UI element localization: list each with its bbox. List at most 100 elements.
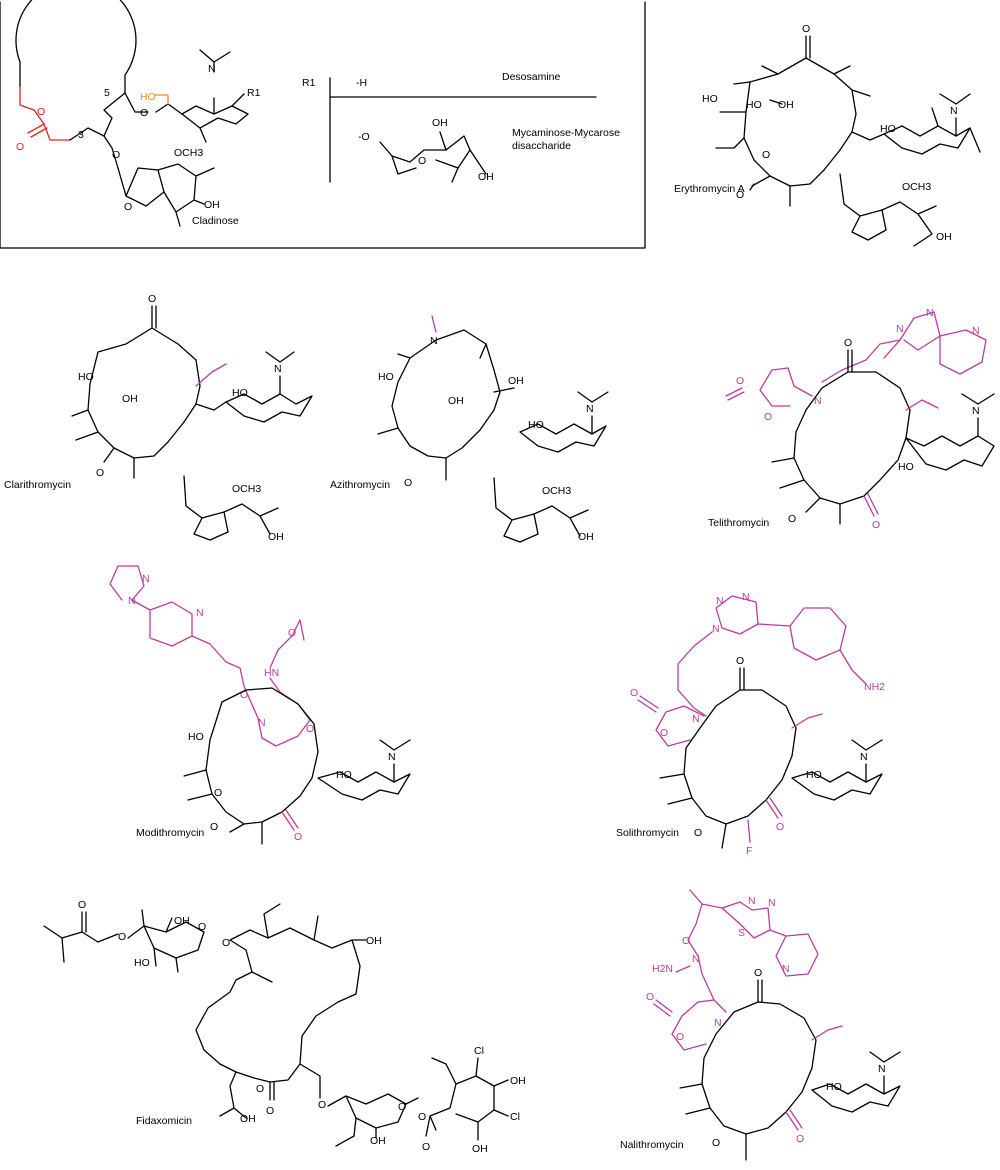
telithromycin-desosamine-ho: HO — [898, 461, 914, 473]
c5-o-label: O — [140, 107, 148, 119]
cladinose-ome-label: OCH3 — [174, 147, 203, 159]
fidaxomicin-oh-1: OH — [366, 935, 382, 947]
telithromycin-structure: N N N O O N O O O N HO Telithromycin — [708, 307, 995, 531]
telithromycin-carbamate-o: O — [736, 375, 744, 387]
c5-glycosidic-bond — [124, 92, 149, 113]
r1-row2-name-line1: Mycaminose-Mycarose — [512, 127, 620, 139]
fidaxomicin-ester-carbonyl-o: O — [422, 1141, 430, 1153]
clarithromycin-desosamine-n: N — [274, 363, 282, 375]
azithromycin-cladinose-ome: OCH3 — [542, 485, 571, 497]
position-5-label: 5 — [104, 87, 110, 99]
macrocycle-arc — [15, 0, 137, 94]
nalithromycin-thiadiazole-n2: N — [768, 897, 776, 909]
fidaxomicin-oh-3: OH — [510, 1075, 526, 1087]
nalithromycin-carbonyl-o: O — [712, 1137, 720, 1149]
nalithromycin-thiadiazole-n1: N — [748, 895, 756, 907]
fidaxomicin-lactone-carbonyl-o: O — [266, 1105, 274, 1117]
clarithromycin-cladinose-ome: OCH3 — [232, 483, 261, 495]
fidaxomicin-sugar1-oh-1: OH — [174, 915, 190, 927]
nalithromycin-3keto-o: O — [796, 1133, 804, 1145]
fidaxomicin-glycoside-o: O — [222, 937, 230, 949]
modithromycin-ho-1: HO — [188, 731, 204, 743]
azithromycin-cladinose-oh: OH — [578, 531, 594, 543]
clarithromycin-ho-1: HO — [78, 371, 94, 383]
lactone-ring-o: O — [37, 106, 45, 118]
azithromycin-caption: Azithromycin — [330, 479, 390, 491]
azithromycin-carbonyl-o: O — [404, 477, 412, 489]
modithromycin-structure: N N N HN O O N O O HO O O N HO Modithrom… — [109, 565, 411, 845]
r1-row2-name-line2: disaccharide — [512, 140, 571, 152]
telithromycin-carbamate-n: N — [814, 395, 822, 407]
fidaxomicin-sugar2-oh: OH — [370, 1135, 386, 1147]
telithromycin-caption: Telithromycin — [708, 517, 769, 529]
modithromycin-pyrazole-n1: N — [128, 595, 136, 607]
c3-glycosidic-bond — [103, 135, 119, 169]
solithromycin-caption: Solithromycin — [616, 827, 679, 839]
solithromycin-carbamate-o: O — [630, 687, 638, 699]
erythromycin-carbonyl-o: O — [736, 189, 744, 201]
solithromycin-3keto-o: O — [776, 821, 784, 833]
modithromycin-3keto-o: O — [294, 831, 302, 843]
position-3-label: 3 — [78, 129, 84, 141]
solithromycin-carbamate-ring-o: O — [660, 727, 668, 739]
clarithromycin-desosamine-ho: HO — [232, 387, 248, 399]
telithromycin-imidazole-n2: N — [926, 307, 934, 319]
fidaxomicin-sugar1-oh-2: HO — [134, 957, 150, 969]
modithromycin-pyridine-n: N — [196, 607, 204, 619]
desosamine-ring — [155, 103, 249, 129]
modithromycin-hn-label: HN — [264, 667, 279, 679]
erythromycin-cladinose-ome: OCH3 — [902, 181, 931, 193]
erythromycin-ho-3: HO — [702, 93, 718, 105]
erythromycin-a-structure: O HO OH HO O O N HO OCH3 OH Erythromycin… — [674, 23, 981, 247]
solithromycin-carbonyl-o: O — [694, 827, 702, 839]
nalithromycin-h2n-label: H2N — [652, 963, 673, 975]
nalithromycin-thiadiazole-s: S — [738, 927, 745, 939]
nalithromycin-oxime-n: N — [692, 953, 700, 965]
erythromycin-cladinose-oh: OH — [936, 231, 952, 243]
solithromycin-f-label: F — [746, 845, 752, 857]
telithromycin-3keto-o: O — [872, 519, 880, 531]
fidaxomicin-oh-2: OH — [240, 1113, 256, 1125]
nalithromycin-carbamate-o: O — [646, 991, 654, 1003]
fidaxomicin-ester-o1: O — [78, 899, 86, 911]
solithromycin-structure: N N N NH2 O O N O O F O N HO Solithromyc… — [616, 591, 885, 857]
erythromycin-keto-o: O — [802, 23, 810, 35]
cladinose-caption: Cladinose — [192, 215, 239, 227]
nalithromycin-caption: Nalithromycin — [620, 1139, 684, 1151]
r1-table-header: R1 — [302, 77, 316, 89]
nalithromycin-structure: N N S N O N H2N O O N O O O N HO Nalithr… — [620, 889, 901, 1161]
azithromycin-desosamine-n: N — [586, 403, 594, 415]
nalithromycin-oxime-o: O — [682, 935, 690, 947]
clarithromycin-structure: O HO OH O N HO OCH3 OH Clarithromycin — [4, 293, 313, 543]
azithromycin-oh-3: OH — [508, 375, 524, 387]
r1-row2-value: -O — [358, 131, 370, 143]
fidaxomicin-ester-o3: O — [418, 1111, 426, 1123]
modithromycin-carbonyl-o: O — [210, 821, 218, 833]
solithromycin-triazole-n1: N — [712, 623, 720, 635]
cladinose-ring-o: O — [124, 201, 132, 213]
telithromycin-pyridine-n: N — [972, 325, 980, 337]
backbone-chain — [69, 92, 126, 141]
r1-oh-bottom: OH — [478, 171, 494, 183]
telithromycin-carbonyl-o: O — [788, 513, 796, 525]
panel-frame — [0, 1, 646, 249]
clarithromycin-keto-o: O — [148, 293, 156, 305]
fidaxomicin-link-o: O — [318, 1099, 326, 1111]
r1-oh-top: OH — [432, 117, 448, 129]
modithromycin-acetyl-o: O — [288, 627, 296, 639]
general-structure-panel: O O 5 3 O HO N R1 O OCH3 OH O Cladinose … — [0, 0, 646, 249]
cladinose-oh-label: OH — [204, 199, 220, 211]
modithromycin-pyrazole-n2: N — [142, 573, 150, 585]
clarithromycin-carbonyl-o: O — [96, 467, 104, 479]
clarithromycin-caption: Clarithromycin — [4, 479, 71, 491]
modithromycin-bridge-o: O — [306, 723, 314, 735]
erythromycin-ring-o: O — [762, 149, 770, 161]
fidaxomicin-sugar1-o: O — [198, 921, 206, 933]
r1-row1-name: Desosamine — [502, 71, 561, 83]
solithromycin-nh2-label: NH2 — [864, 681, 885, 693]
fidaxomicin-lactone-o: O — [256, 1083, 264, 1095]
erythromycin-oh-2: OH — [778, 99, 794, 111]
clarithromycin-cladinose-oh: OH — [268, 531, 284, 543]
fidaxomicin-ester-o2: O — [118, 931, 126, 943]
modithromycin-desosamine-n: N — [388, 751, 396, 763]
